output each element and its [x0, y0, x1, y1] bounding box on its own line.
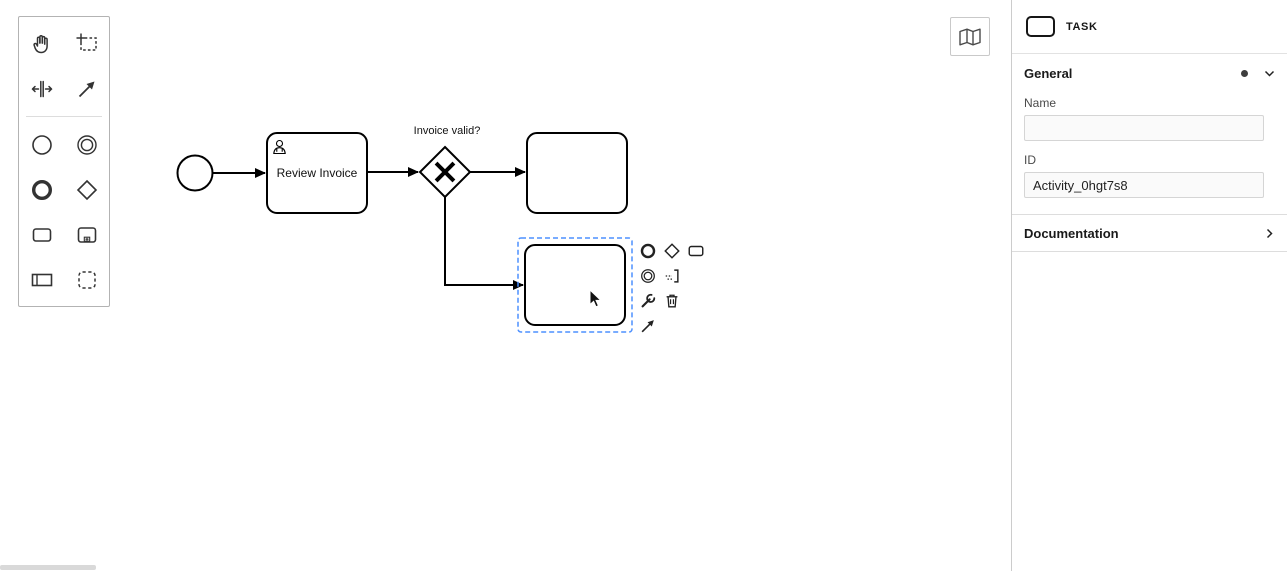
map-icon — [959, 28, 981, 45]
task-type-icon — [1026, 16, 1055, 37]
tool-palette — [18, 16, 110, 307]
id-field-label: ID — [1024, 153, 1036, 167]
task-shape-right[interactable] — [526, 132, 628, 214]
context-pad-connect[interactable] — [638, 316, 658, 336]
diagram-canvas[interactable]: Review Invoice Invoice valid? — [0, 0, 1011, 571]
text-annotation-icon — [665, 269, 679, 283]
general-group-title: General — [1024, 65, 1073, 81]
subprocess-icon — [77, 226, 96, 243]
participant-icon — [31, 273, 52, 286]
palette-global-connect-tool[interactable] — [64, 66, 109, 111]
horizontal-scrollbar[interactable] — [0, 565, 96, 570]
palette-lasso-tool[interactable] — [64, 21, 109, 66]
group-icon — [77, 270, 96, 289]
documentation-group-header[interactable]: Documentation — [1012, 215, 1287, 251]
context-pad-delete[interactable] — [662, 291, 682, 311]
intermediate-event-icon — [641, 269, 655, 283]
chevron-down-icon — [1264, 68, 1275, 79]
element-type-label: TASK — [1066, 20, 1098, 33]
group-edited-dot-indicator — [1241, 69, 1248, 77]
palette-create-participant[interactable] — [19, 257, 64, 302]
documentation-group-title: Documentation — [1024, 225, 1119, 241]
documentation-group: Documentation — [1012, 215, 1287, 252]
gateway-icon — [76, 179, 97, 200]
palette-create-gateway[interactable] — [64, 167, 109, 212]
context-pad — [638, 241, 706, 336]
task-icon — [688, 245, 704, 257]
name-input[interactable] — [1024, 115, 1264, 141]
context-pad-append-task[interactable] — [686, 241, 706, 261]
hand-icon — [32, 34, 48, 53]
palette-create-intermediate-event[interactable] — [64, 122, 109, 167]
intermediate-event-icon — [76, 134, 97, 155]
palette-create-subprocess[interactable] — [64, 212, 109, 257]
task-icon — [32, 227, 51, 242]
context-pad-append-intermediate-event[interactable] — [638, 266, 658, 286]
task-label: Review Invoice — [277, 166, 358, 180]
properties-panel: TASK General Name ID D — [1011, 0, 1287, 571]
palette-create-end-event[interactable] — [19, 167, 64, 212]
context-pad-append-end-event[interactable] — [638, 241, 658, 261]
properties-panel-header: TASK — [1012, 0, 1287, 54]
minimap-toggle-button[interactable] — [950, 17, 990, 56]
chevron-right-icon — [1264, 228, 1275, 239]
palette-create-start-event[interactable] — [19, 122, 64, 167]
start-event-shape[interactable] — [176, 154, 214, 192]
selection-outline — [517, 237, 633, 333]
end-event-icon — [31, 179, 52, 200]
wrench-icon — [641, 293, 656, 308]
user-task-review-invoice[interactable]: Review Invoice — [266, 132, 368, 214]
user-icon — [273, 139, 286, 155]
palette-separator — [26, 116, 102, 117]
gateway-label[interactable]: Invoice valid? — [414, 125, 481, 137]
global-connect-icon — [78, 81, 94, 97]
palette-create-task[interactable] — [19, 212, 64, 257]
start-event-icon — [31, 134, 52, 155]
palette-space-tool[interactable] — [19, 66, 64, 111]
id-input[interactable] — [1024, 172, 1264, 198]
end-event-icon — [640, 243, 656, 259]
context-pad-change-element[interactable] — [638, 291, 658, 311]
gateway-icon — [664, 243, 680, 259]
context-pad-append-text-annotation[interactable] — [662, 266, 682, 286]
palette-hand-tool[interactable] — [19, 21, 64, 66]
task-shape-selected[interactable] — [517, 237, 633, 333]
context-pad-append-gateway[interactable] — [662, 241, 682, 261]
general-group: General Name ID — [1012, 54, 1287, 215]
trash-icon — [666, 294, 678, 308]
exclusive-gateway-shape[interactable] — [418, 145, 472, 199]
flow-gateway-down-to-task[interactable] — [444, 197, 524, 290]
name-field-label: Name — [1024, 96, 1057, 110]
connect-arrow-icon — [641, 320, 654, 333]
space-tool-icon — [30, 80, 53, 97]
palette-create-group[interactable] — [64, 257, 109, 302]
lasso-icon — [76, 33, 97, 51]
x-marker-icon — [434, 161, 456, 183]
general-group-header[interactable]: General — [1012, 54, 1287, 92]
